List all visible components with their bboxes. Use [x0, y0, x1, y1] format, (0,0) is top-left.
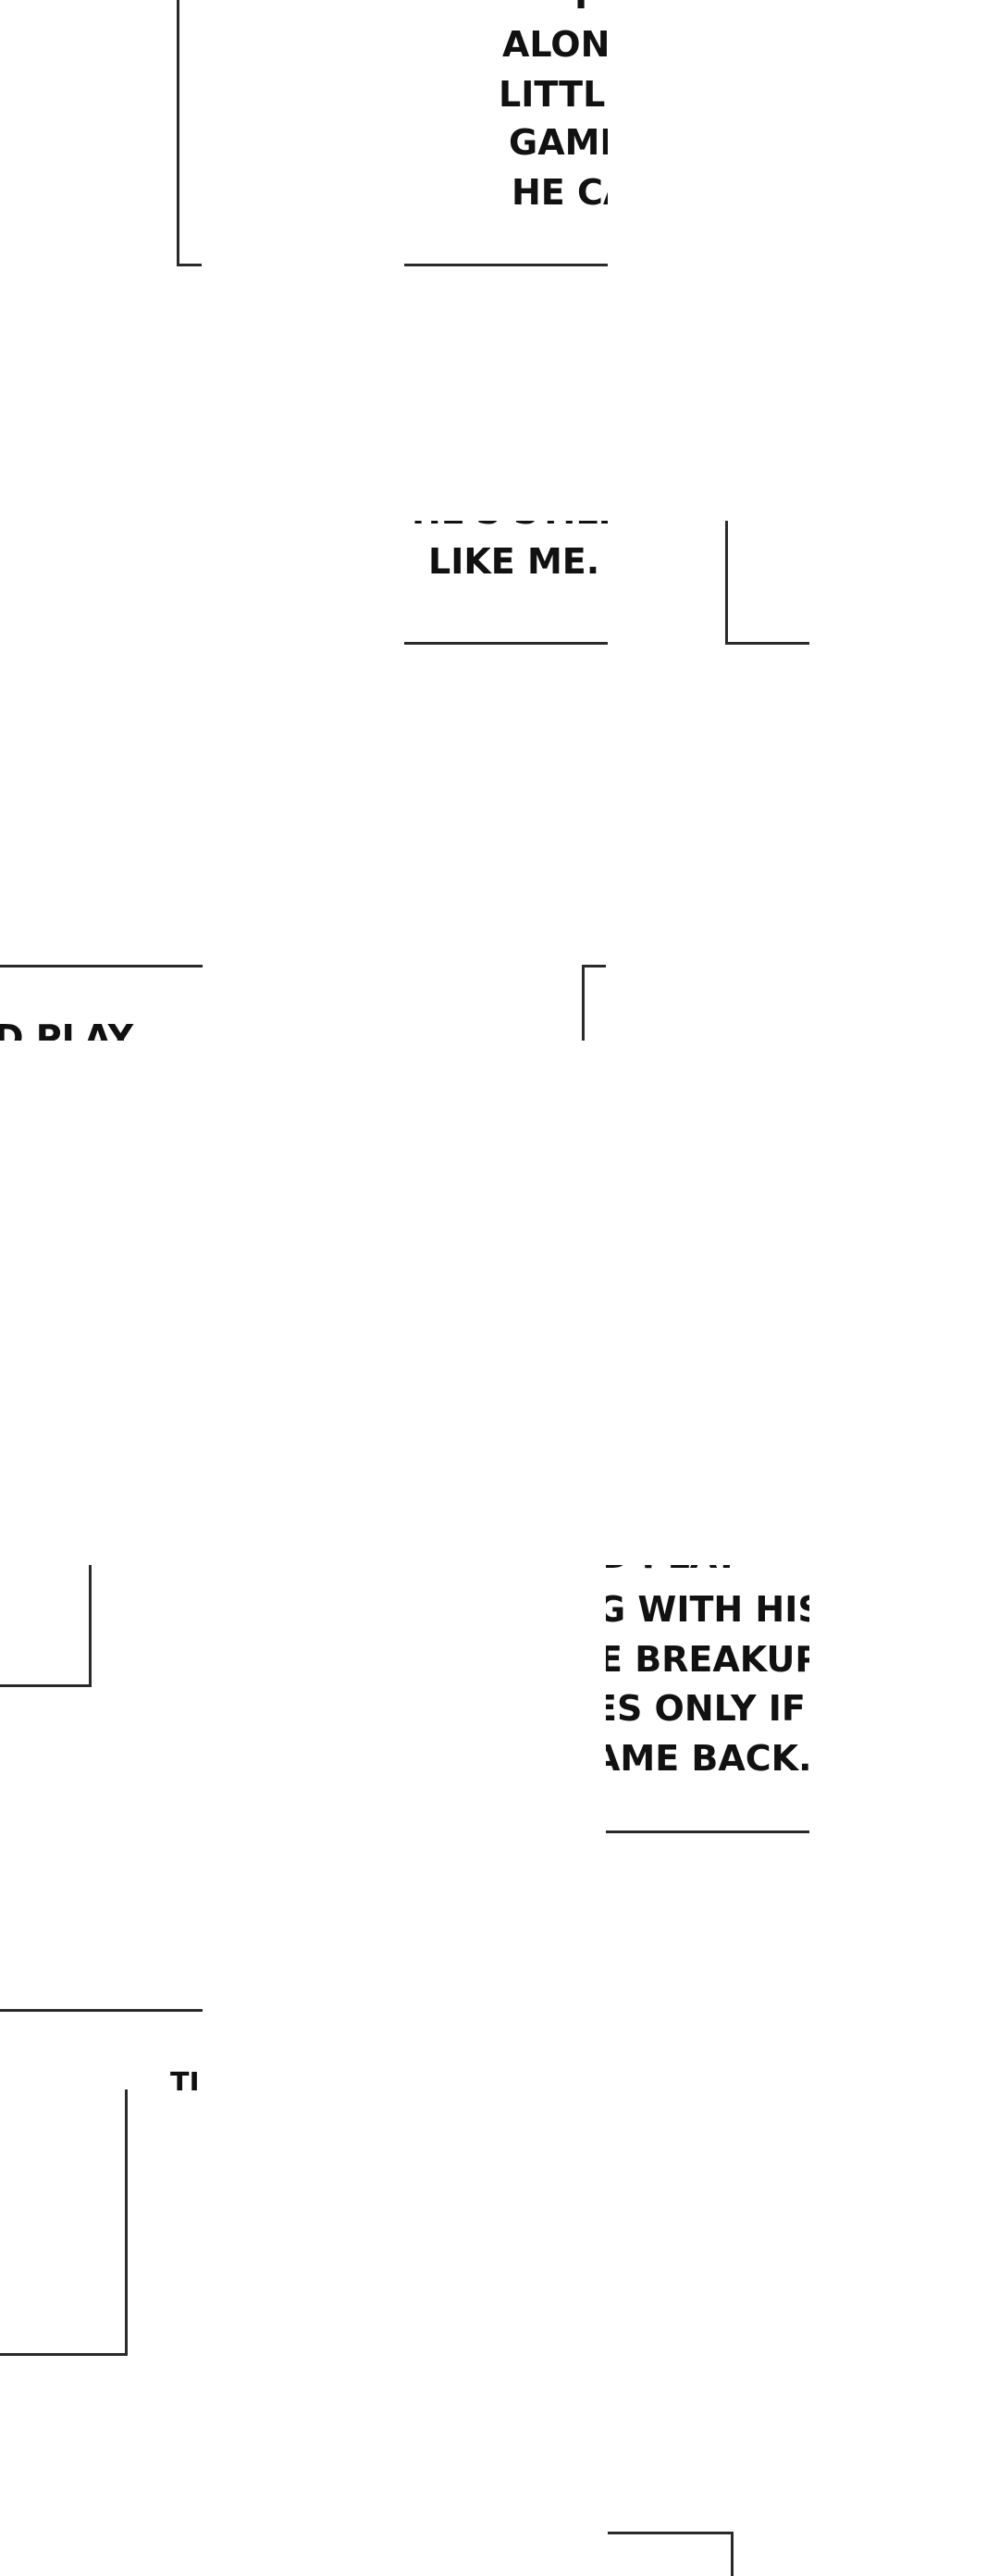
- panel-border: [125, 2089, 128, 2356]
- panel-border: [89, 1565, 92, 1687]
- panel-border: [725, 521, 728, 645]
- caption-box-c: D PLAY: [0, 968, 203, 1041]
- caption-line: G WITH HIS: [606, 1589, 809, 1630]
- caption-line: E BREAKUP: [606, 1639, 809, 1680]
- panel-border: [177, 264, 202, 266]
- panel-border: [0, 2353, 128, 2356]
- caption-line: ES ONLY IF: [606, 1688, 806, 1729]
- caption-border: [0, 965, 203, 968]
- caption-box-b: HE'S STILL LIKE ME.: [404, 521, 608, 642]
- panel-border: [582, 965, 585, 1041]
- caption-line: I: [574, 0, 587, 21]
- caption-line: LITTL: [499, 74, 606, 115]
- caption-line-partial: HE'S STILL: [412, 521, 608, 536]
- caption-border: [404, 642, 608, 645]
- caption-box-a: I ALON LITTL GAME HE CA: [404, 0, 608, 264]
- caption-border: [0, 2009, 203, 2012]
- caption-box-d: D PLAY G WITH HIS E BREAKUP ES ONLY IF A…: [606, 1565, 809, 1824]
- panel-border: [177, 0, 179, 265]
- caption-line-partial: D PLAY: [606, 1565, 739, 1581]
- caption-border: [404, 264, 608, 266]
- panel-border: [582, 965, 606, 968]
- caption-box-e: TI: [166, 2063, 203, 2090]
- panel-border: [725, 642, 809, 645]
- caption-line: ALON: [502, 24, 608, 65]
- panel-border: [731, 2532, 734, 2576]
- caption-line: GAME: [509, 122, 608, 163]
- panel-border: [608, 2532, 734, 2534]
- caption-line: LIKE ME.: [428, 541, 600, 582]
- panel-border: [0, 1684, 92, 1687]
- caption-line-partial: TI: [170, 2067, 200, 2090]
- caption-line-partial: D PLAY: [0, 1017, 134, 1041]
- caption-border: [606, 1830, 809, 1833]
- caption-line: AME BACK.: [606, 1738, 809, 1779]
- caption-line: HE CA: [512, 172, 608, 213]
